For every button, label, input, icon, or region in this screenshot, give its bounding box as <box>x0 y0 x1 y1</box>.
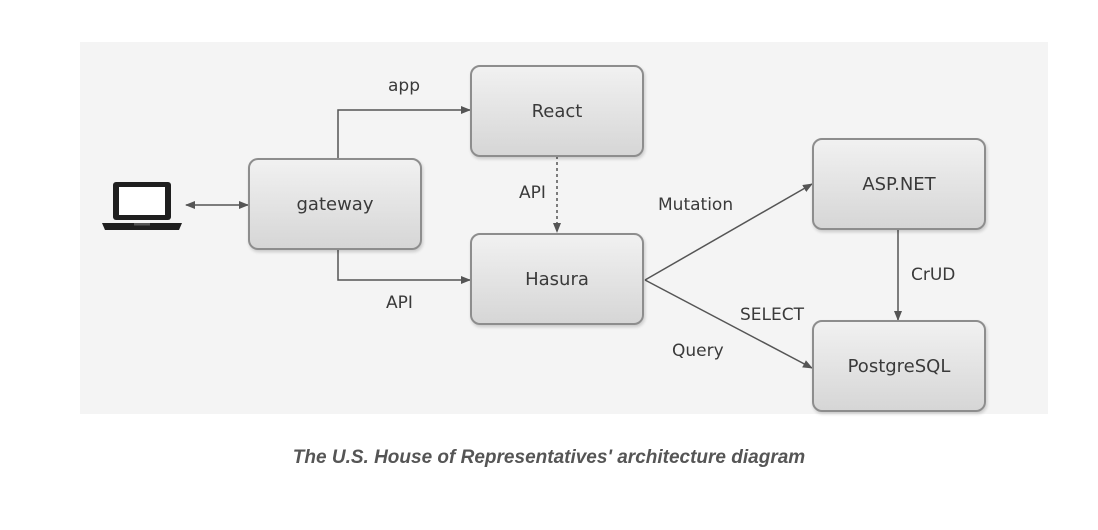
label-app: app <box>388 76 420 96</box>
node-gateway: gateway <box>248 158 422 250</box>
node-aspnet: ASP.NET <box>812 138 986 230</box>
node-postgresql: PostgreSQL <box>812 320 986 412</box>
edge-gateway-react <box>337 106 471 158</box>
label-select: SELECT <box>740 305 804 325</box>
label-api-react: API <box>519 183 546 203</box>
node-react: React <box>470 65 644 157</box>
figure-caption: The U.S. House of Representatives' archi… <box>292 447 806 468</box>
edge-hasura-aspnet <box>644 183 813 281</box>
node-hasura: Hasura <box>470 233 644 325</box>
edge-hasura-postgres <box>644 279 813 369</box>
laptop-icon <box>102 182 182 230</box>
label-query: Query <box>672 341 724 361</box>
label-crud: CrUD <box>911 265 956 285</box>
label-mutation: Mutation <box>658 195 734 215</box>
edge-gateway-hasura <box>337 250 471 284</box>
label-api-gateway: API <box>386 293 413 313</box>
